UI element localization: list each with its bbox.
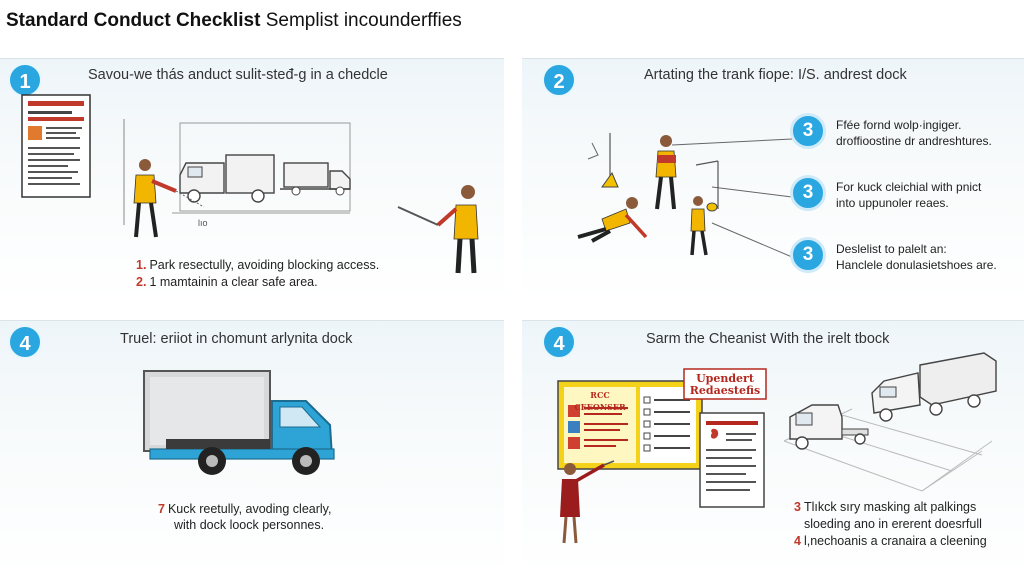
caption-text: Tlıkck sıry masking alt palkings bbox=[803, 500, 977, 514]
box-truck-icon bbox=[871, 352, 997, 422]
step-note-line: Hanclele donulasietshoes are. bbox=[836, 258, 997, 272]
panel-4-heading: Sarm the Cheanist With the irelt tbock bbox=[646, 331, 890, 347]
step-badge: 3 bbox=[790, 237, 826, 273]
step-note-line: For kuck cleichial with pnict bbox=[836, 180, 982, 194]
panel-1-illustration bbox=[21, 94, 479, 274]
caption-number: 3 bbox=[794, 500, 801, 514]
panel-4-caption-2: sloeding ano in ererent doesrfull bbox=[804, 516, 982, 533]
dock-post-icon bbox=[695, 160, 719, 212]
panel-3-caption-2: with dock loock personnes. bbox=[174, 517, 324, 534]
checklist-document-icon bbox=[21, 94, 91, 198]
panel-3-badge: 4 bbox=[8, 325, 42, 359]
box-truck-icon bbox=[179, 154, 275, 203]
step-note-2: For kuck cleichial with pnict into uppun… bbox=[836, 179, 981, 211]
worker-signaling-icon bbox=[397, 185, 479, 274]
step-note-line: Deslelist to palelt an: bbox=[836, 242, 947, 256]
worker-kneeling-icon bbox=[577, 197, 648, 243]
panel-4-illustration bbox=[557, 352, 997, 544]
caption-text: Kuck reetully, avoding clearly, bbox=[167, 502, 332, 516]
caption-text: 1 mamtainin a clear safe area. bbox=[149, 275, 318, 289]
step-note-3: Deslelist to palelt an: Hanclele donulas… bbox=[836, 241, 997, 273]
dimension-label: lıo bbox=[198, 218, 208, 228]
step-note-line: Ffée fornd wolp·ingiger. bbox=[836, 118, 962, 132]
page-title-rest: Semplist incounderffies bbox=[260, 10, 462, 31]
caption-number: 4 bbox=[794, 534, 801, 548]
caption-number: 1. bbox=[136, 258, 147, 272]
step-badge: 3 bbox=[790, 113, 826, 149]
presenter-icon bbox=[560, 460, 615, 544]
worker-icon bbox=[690, 196, 708, 256]
panel-2-illustration bbox=[577, 133, 793, 258]
page-title-bold: Standard Conduct Checklist bbox=[6, 10, 261, 31]
panel-1-heading: Savou-we thás anduct sulit-steđ-g in a c… bbox=[88, 67, 388, 83]
panel-2-heading: Artating the trank fiope: I/S. andrest d… bbox=[644, 67, 907, 83]
worker-icon bbox=[655, 135, 677, 210]
page-title: Standard Conduct Checklist Semplist inco… bbox=[6, 10, 462, 32]
panel-1-badge: 1 bbox=[8, 63, 42, 97]
poster-header-frame bbox=[683, 368, 767, 400]
caption-number: 2. bbox=[136, 275, 147, 289]
step-note-line: into uppunoler reaes. bbox=[836, 196, 949, 210]
poster-title: Upendert Redaestefis bbox=[689, 372, 761, 397]
caption-text: with dock loock personnes. bbox=[174, 518, 325, 532]
panel-2-badge: 2 bbox=[542, 63, 576, 97]
panel-1-caption-2: 2.1 mamtainin a clear safe area. bbox=[136, 274, 318, 291]
trailer-truck-icon bbox=[280, 162, 351, 196]
caption-text: Park resectully, avoiding blocking acces… bbox=[149, 258, 380, 272]
checklist-board-icon bbox=[557, 380, 703, 470]
step-note-1: Ffée fornd wolp·ingiger. droffioostine d… bbox=[836, 117, 992, 149]
panel-3: 4 Truel: eriiot in chomunt arlynita dock… bbox=[0, 320, 504, 576]
panel-4: 4 Sarm the Cheanist With the irelt tbock bbox=[522, 320, 1024, 576]
board-title: RCC CEEONSER bbox=[574, 390, 626, 412]
caption-number: 7 bbox=[158, 502, 165, 516]
panel-4-badge: 4 bbox=[542, 325, 576, 359]
box-truck-icon bbox=[143, 370, 335, 475]
panel-3-illustration bbox=[143, 370, 335, 475]
checklist-poster-icon bbox=[699, 412, 765, 508]
panel-3-heading: Truel: eriiot in chomunt arlynita dock bbox=[120, 331, 353, 347]
tow-truck-icon bbox=[789, 404, 869, 450]
step-badge: 3 bbox=[790, 175, 826, 211]
step-note-line: droffioostine dr andreshtures. bbox=[836, 134, 992, 148]
caption-text: sloeding ano in ererent doesrfull bbox=[804, 517, 982, 531]
panel-2: 2 Artating the trank fiope: I/S. andrest… bbox=[522, 58, 1024, 302]
worker-icon bbox=[133, 159, 205, 238]
panel-1-caption-1: 1.Park resectully, avoiding blocking acc… bbox=[136, 257, 379, 274]
safety-sign-icon bbox=[587, 133, 619, 188]
caption-text: l,nechoanis a cranaira a cleening bbox=[803, 534, 987, 548]
panel-1: 1 Savou-we thás anduct sulit-steđ-g in a… bbox=[0, 58, 504, 302]
